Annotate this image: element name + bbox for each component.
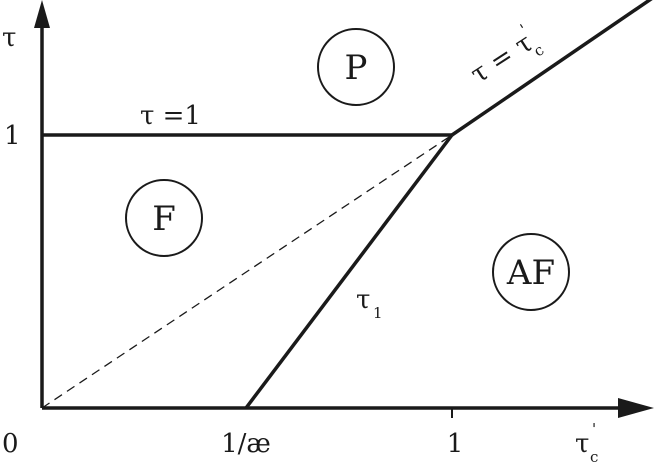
region-p-label: P [345,48,368,88]
boundary-tau-equals-tau-c [451,0,653,137]
region-f-circle [125,179,203,257]
x-axis-label: τ [575,429,589,459]
origin-label: 0 [2,429,19,459]
tau-1-label: τ [356,285,370,315]
y-axis-arrow [34,0,50,28]
region-p-circle [317,28,395,106]
y-tick-1-label: 1 [4,121,21,151]
y-axis-label: τ [2,23,16,53]
region-af-label: AF [506,253,555,293]
tau-equals-1-label: τ =1 [140,101,201,131]
tau-1-sub: 1 [373,304,383,322]
boundary-tau-1 [244,133,454,410]
x-tick-inv-kappa-label: 1/æ [221,429,271,459]
region-af-circle [492,233,570,311]
tau-equals-tau-c-label: τ = τ ' c [465,21,547,90]
x-axis-arrow [618,398,654,418]
region-f-label: F [152,199,176,239]
x-axis-label-prime: ' [592,420,596,438]
x-axis-label-sub: c [590,448,598,466]
tau-equals-tau-c-sub: c [530,41,547,61]
x-tick-1-label: 1 [447,429,464,459]
dashed-diagonal [41,134,453,409]
